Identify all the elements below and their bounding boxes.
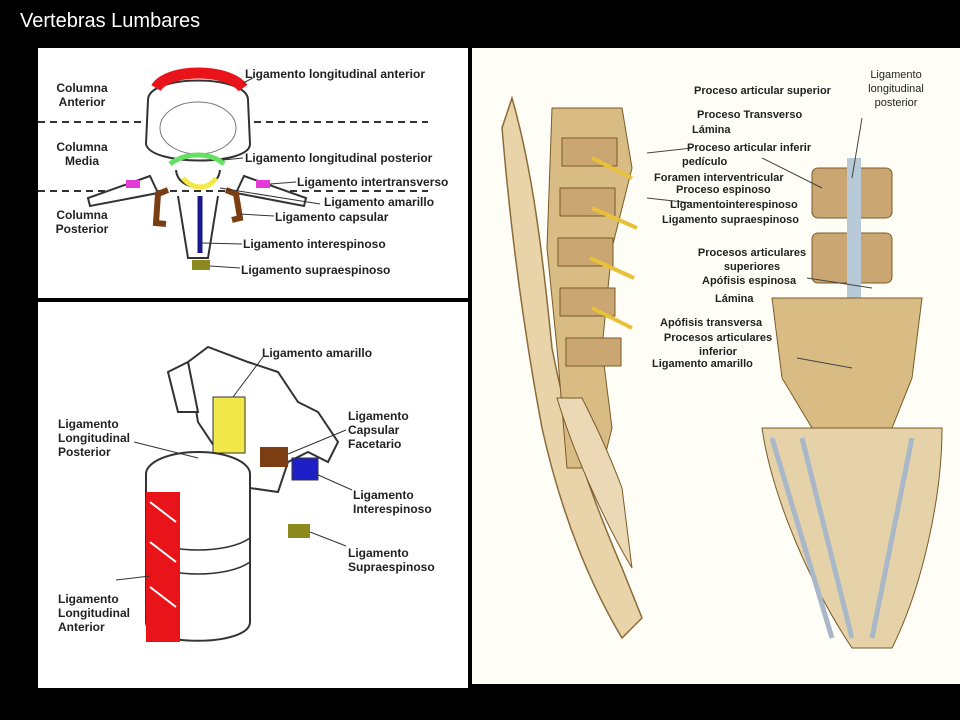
pointer-line [239,213,275,217]
pointer-line [209,265,241,269]
label-anterior-longitudinal-ligament: Ligamento longitudinal anterior [245,67,425,81]
lateral-spine-silhouette [501,95,643,640]
label-foramen-interventricular: Foramen interventricular [654,172,784,184]
label-supraspinous-ligament: Ligamento supraespinoso [241,263,391,277]
pointer-line [309,531,347,547]
posterior-longitudinal-ligament-band [847,158,861,298]
transverse-process-left [86,174,160,208]
label-ligamentum-flavum: Ligamento amarillo [262,346,373,360]
pointer-line [219,187,321,205]
zone-label-media: Columna Media [52,140,112,168]
pointer-line [315,473,353,491]
pointer-line [646,197,693,204]
oblique-vertebra-illustration [115,345,353,642]
label-proceso-transverso: Proceso Transverso [697,109,803,121]
zone-label-anterior: Columna Anterior [52,81,112,109]
pointer-line [851,117,863,179]
zone-label-media-text: Columna Media [56,140,108,168]
vertebra-l3 [557,237,614,267]
label-lamina-2: Lámina [715,293,754,305]
intertransverse-ligament-mark-left [126,180,140,188]
label-interspinous-ligament: Ligamento interespinoso [243,237,386,251]
label-apofisis-espinosa: Apófisis espinosa [702,275,797,287]
zone-label-anterior-text: Columna Anterior [56,81,108,109]
label-supraspinous-ligament: Ligamento Supraespinoso [348,546,435,574]
ligament-fiber [149,501,177,523]
ligament-fiber [149,586,177,608]
vertebra-l5 [565,337,622,367]
page-title: Vertebras Lumbares [20,10,201,32]
pointer-line [796,357,853,369]
pointer-line [242,77,254,84]
label-procesos-articulares-superiores: Procesos articulares superiores [697,247,807,273]
label-interspinous-ligament: Ligamento Interespinoso [353,488,432,516]
pointer-line [761,157,823,189]
anatomical-illustration-panel: Ligamento longitudinal posterior Proceso… [472,48,960,684]
ligamentum-flavum-mark [181,176,219,190]
posterior-longitudinal-ligament-mark [168,152,226,167]
supraspinous-ligament-mark [288,524,310,538]
capsular-ligament-mark-left [152,187,170,227]
label-proceso-articular-inferior: Proceso articular inferir [687,142,812,154]
capsular-ligament-mark-right [224,187,244,223]
pointer-line [269,181,297,185]
anterior-longitudinal-ligament-mark [151,67,248,92]
capsular-ligament-mark [260,447,288,467]
label-procesos-articulares-inferior: Procesos articulares inferior [663,332,773,358]
label-posterior-longitudinal-ligament: Ligamento longitudinal posterior [245,151,433,165]
pointer-line [287,429,347,455]
interspinous-ligament-mark [291,457,319,481]
ligamentum-flavum-mark [212,396,246,454]
label-ligamento-longitudinal-posterior: Ligamento longitudinal posterior [868,69,924,109]
sacral-ligaments [769,437,915,639]
label-ligamento-interespinoso: Ligamentointerespinoso [670,199,798,211]
label-capsular-facet-ligament: Ligamento Capsular Facetario [348,409,409,451]
label-ligamento-amarillo: Ligamento amarillo [652,358,753,370]
supraspinous-ligament-mark [192,260,210,270]
label-anterior-longitudinal-ligament: Ligamento Longitudinal Anterior [58,592,130,634]
vertebra-l1 [561,137,618,167]
vertebra-l2 [559,187,616,217]
axial-vertebra-illustration [38,67,428,270]
sacrum-posterior [761,427,943,649]
posterior-lumbar-elements [771,297,923,429]
pointer-line [115,575,151,581]
pointer-line [232,356,264,398]
label-lamina-1: Lámina [692,124,731,136]
sacrum-lateral [556,397,633,569]
pointer-line [806,277,873,289]
facet-joint [166,360,200,413]
label-pediculo: pedículo [682,156,728,168]
vertebra-l4 [559,287,616,317]
label-ligamento-supraespinoso: Ligamento supraespinoso [662,214,799,226]
pointer-line [646,147,693,154]
zone-label-posterior: Columna Posterior [48,208,116,236]
label-capsular-ligament: Ligamento capsular [275,210,389,224]
pointer-line [222,157,244,161]
pointer-line [201,242,243,245]
intertransverse-ligament-mark-right [256,180,270,188]
label-proceso-espinoso: Proceso espinoso [676,184,771,196]
vertebral-body [144,79,252,162]
axial-vertebra-panel: Columna Anterior Columna Media Columna P… [38,48,468,298]
zone-label-posterior-text: Columna Posterior [55,208,109,236]
pointer-line [133,441,199,459]
lumbar-spine-illustration [501,95,943,649]
anterior-longitudinal-ligament-mark [146,492,180,642]
label-apofisis-transversa: Apófisis transversa [660,317,763,329]
label-intertransverse-ligament: Ligamento intertransverso [297,175,449,189]
oblique-vertebra-panel: Ligamento amarillo Ligamento Longitudina… [38,302,468,688]
label-ligamentum-flavum: Ligamento amarillo [324,195,435,209]
ligament-fiber [149,541,177,563]
label-posterior-longitudinal-ligament: Ligamento Longitudinal Posterior [58,417,130,459]
nerve-roots [589,156,638,330]
label-proceso-articular-superior: Proceso articular superior [694,85,831,97]
